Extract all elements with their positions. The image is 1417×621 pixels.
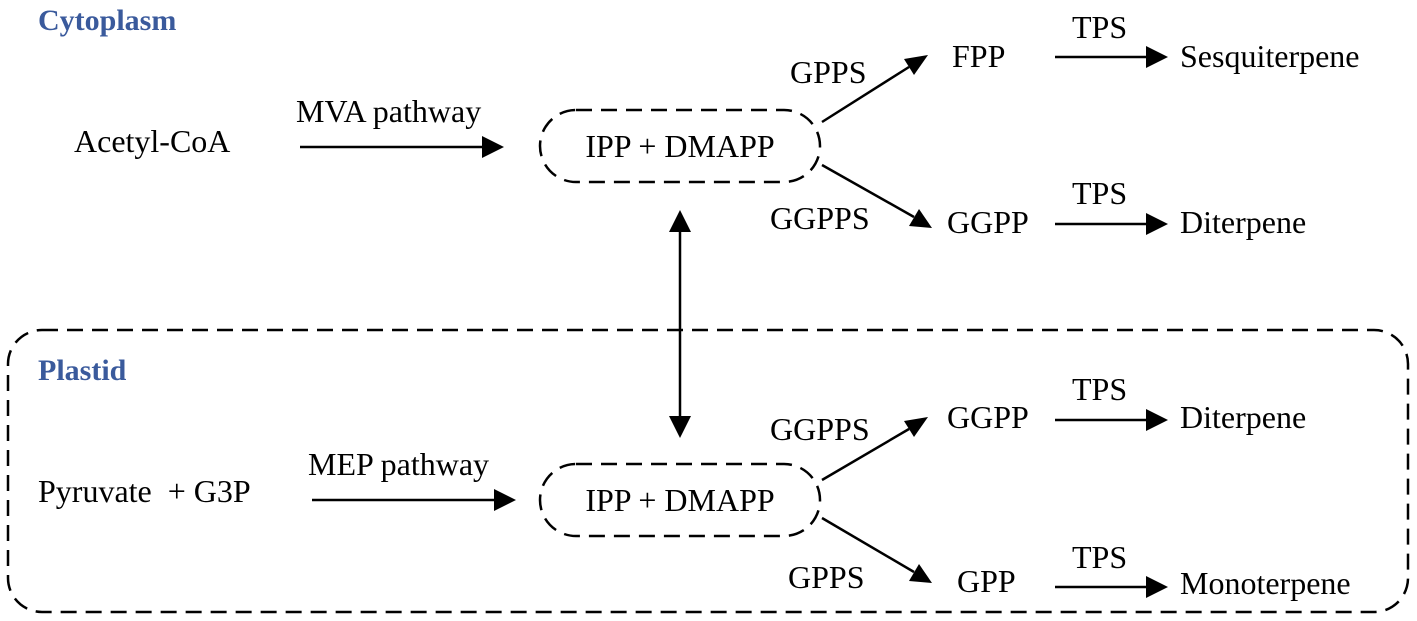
cyto-lower-product-arrow bbox=[1055, 213, 1168, 235]
cyto-lower-product: Diterpene bbox=[1180, 204, 1306, 240]
plastid-lower-branch-arrow bbox=[821, 516, 932, 583]
cyto-hub-label: IPP + DMAPP bbox=[585, 128, 774, 164]
plastid-upper-product-arrow bbox=[1055, 409, 1168, 431]
plastid-substrate-pyruvate-g3p: Pyruvate + G3P bbox=[38, 473, 251, 509]
plastid-upper-enzyme-label: GGPPS bbox=[770, 411, 870, 447]
cytoplasm-region-label: Cytoplasm bbox=[38, 4, 176, 37]
plastid-lower-intermediate: GPP bbox=[957, 563, 1016, 599]
plastid-region-label: Plastid bbox=[38, 354, 127, 387]
cyto-lower-synthase-label: TPS bbox=[1072, 175, 1127, 211]
plastid-compartment-boundary bbox=[6, 328, 1410, 614]
plastid-upper-synthase-label: TPS bbox=[1072, 371, 1127, 407]
cyto-upper-synthase-label: TPS bbox=[1072, 9, 1127, 45]
plastid-upper-product: Diterpene bbox=[1180, 399, 1306, 435]
plastid-upper-branch-arrow bbox=[821, 417, 928, 482]
plastid-hub-label: IPP + DMAPP bbox=[585, 482, 774, 518]
plastid-lower-product-arrow bbox=[1055, 576, 1168, 598]
plastid-lower-enzyme-label: GPPS bbox=[788, 559, 865, 595]
plastid-pathway-arrow bbox=[312, 489, 516, 511]
ipp-exchange-double-arrow bbox=[669, 210, 691, 438]
plastid-upper-intermediate: GGPP bbox=[947, 399, 1029, 435]
cyto-upper-intermediate: FPP bbox=[952, 38, 1005, 74]
cyto-pathway-label: MVA pathway bbox=[296, 93, 481, 129]
cyto-hub-box bbox=[538, 108, 822, 184]
plastid-lower-product: Monoterpene bbox=[1180, 565, 1351, 601]
cyto-substrate-acetyl-coa: Acetyl-CoA bbox=[74, 123, 230, 159]
cyto-upper-product: Sesquiterpene bbox=[1180, 38, 1360, 74]
plastid-hub-box bbox=[538, 462, 822, 538]
cyto-lower-enzyme-label: GGPPS bbox=[770, 200, 870, 236]
cyto-upper-product-arrow bbox=[1055, 46, 1168, 68]
cyto-upper-enzyme-label: GPPS bbox=[790, 54, 867, 90]
cyto-pathway-arrow bbox=[300, 136, 504, 158]
cyto-lower-branch-arrow bbox=[821, 163, 932, 228]
plastid-pathway-label: MEP pathway bbox=[308, 446, 489, 482]
plastid-lower-synthase-label: TPS bbox=[1072, 539, 1127, 575]
cyto-upper-branch-arrow bbox=[821, 55, 928, 124]
cyto-lower-intermediate: GGPP bbox=[947, 204, 1029, 240]
